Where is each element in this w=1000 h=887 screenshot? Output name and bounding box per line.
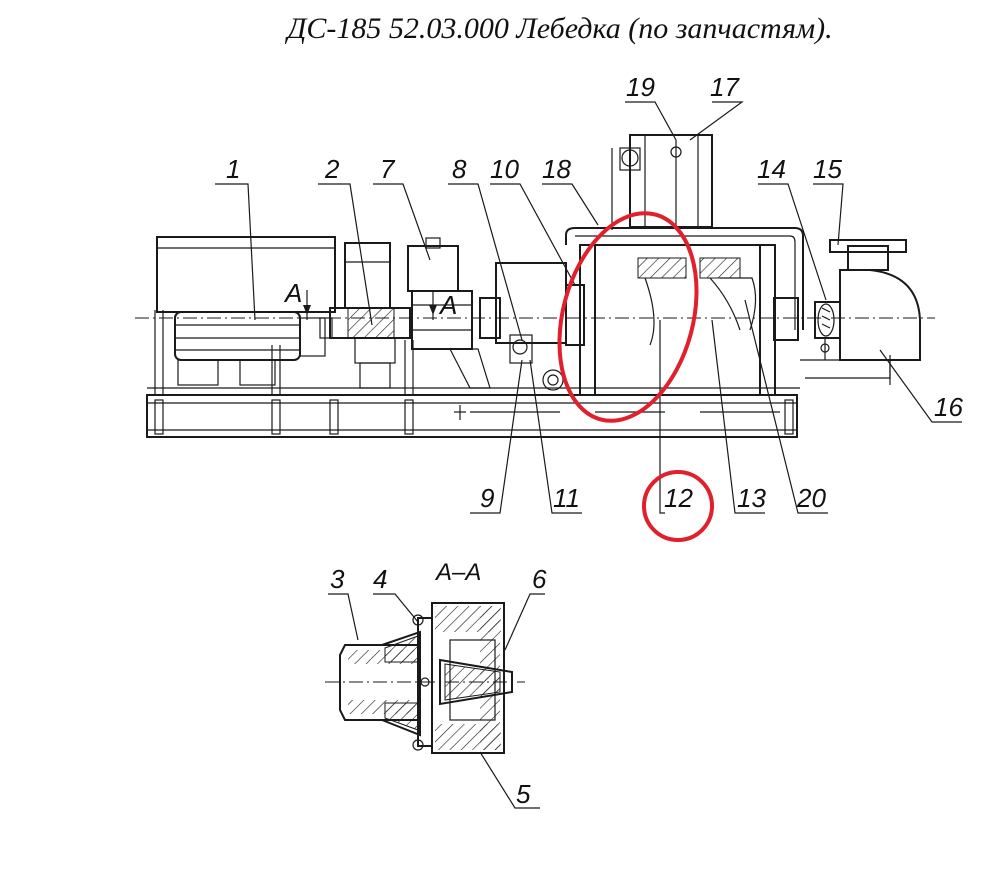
winch-drum [565,227,804,396]
part-label-4: 4 [373,564,387,594]
part-label-19: 19 [626,72,655,102]
part-label-7: 7 [380,154,396,184]
part-label-10: 10 [490,154,519,184]
brake-unit [407,237,491,389]
part-label-6: 6 [532,564,547,594]
part-label-18: 18 [542,154,571,184]
part-label-8: 8 [452,154,467,184]
section-cut-marks: А А [283,278,457,320]
highlight-label-circle [642,470,714,542]
cut-label-right: А [438,290,457,320]
section-title: А–А [434,559,481,586]
part-label-12: 12 [664,483,693,513]
part-label-14: 14 [757,154,786,184]
part-label-13: 13 [737,483,766,513]
highlight-marks [557,211,714,542]
part-label-20: 20 [796,483,826,513]
part-label-3: 3 [330,564,345,594]
part-numbers: 1 2 7 8 10 18 19 17 14 15 16 9 11 12 13 … [226,72,963,809]
cut-label-left: А [283,278,302,308]
part-label-16: 16 [934,392,963,422]
cable-mast [611,134,713,230]
part-label-1: 1 [226,154,240,184]
part-label-15: 15 [813,154,842,184]
part-label-9: 9 [480,483,494,513]
part-label-17: 17 [710,72,740,102]
part-label-11: 11 [553,483,580,513]
coupling-assembly [135,242,935,389]
part-label-5: 5 [516,779,531,809]
section-view-a-a: А–А [325,559,525,754]
part-label-2: 2 [324,154,340,184]
highlight-drum-ellipse [557,211,699,423]
base-frame [146,310,800,438]
leader-lines [215,101,962,809]
drum-guard [800,239,921,385]
drawing-title: ДС-185 52.03.000 Лебедка (по запчастям). [287,12,833,45]
